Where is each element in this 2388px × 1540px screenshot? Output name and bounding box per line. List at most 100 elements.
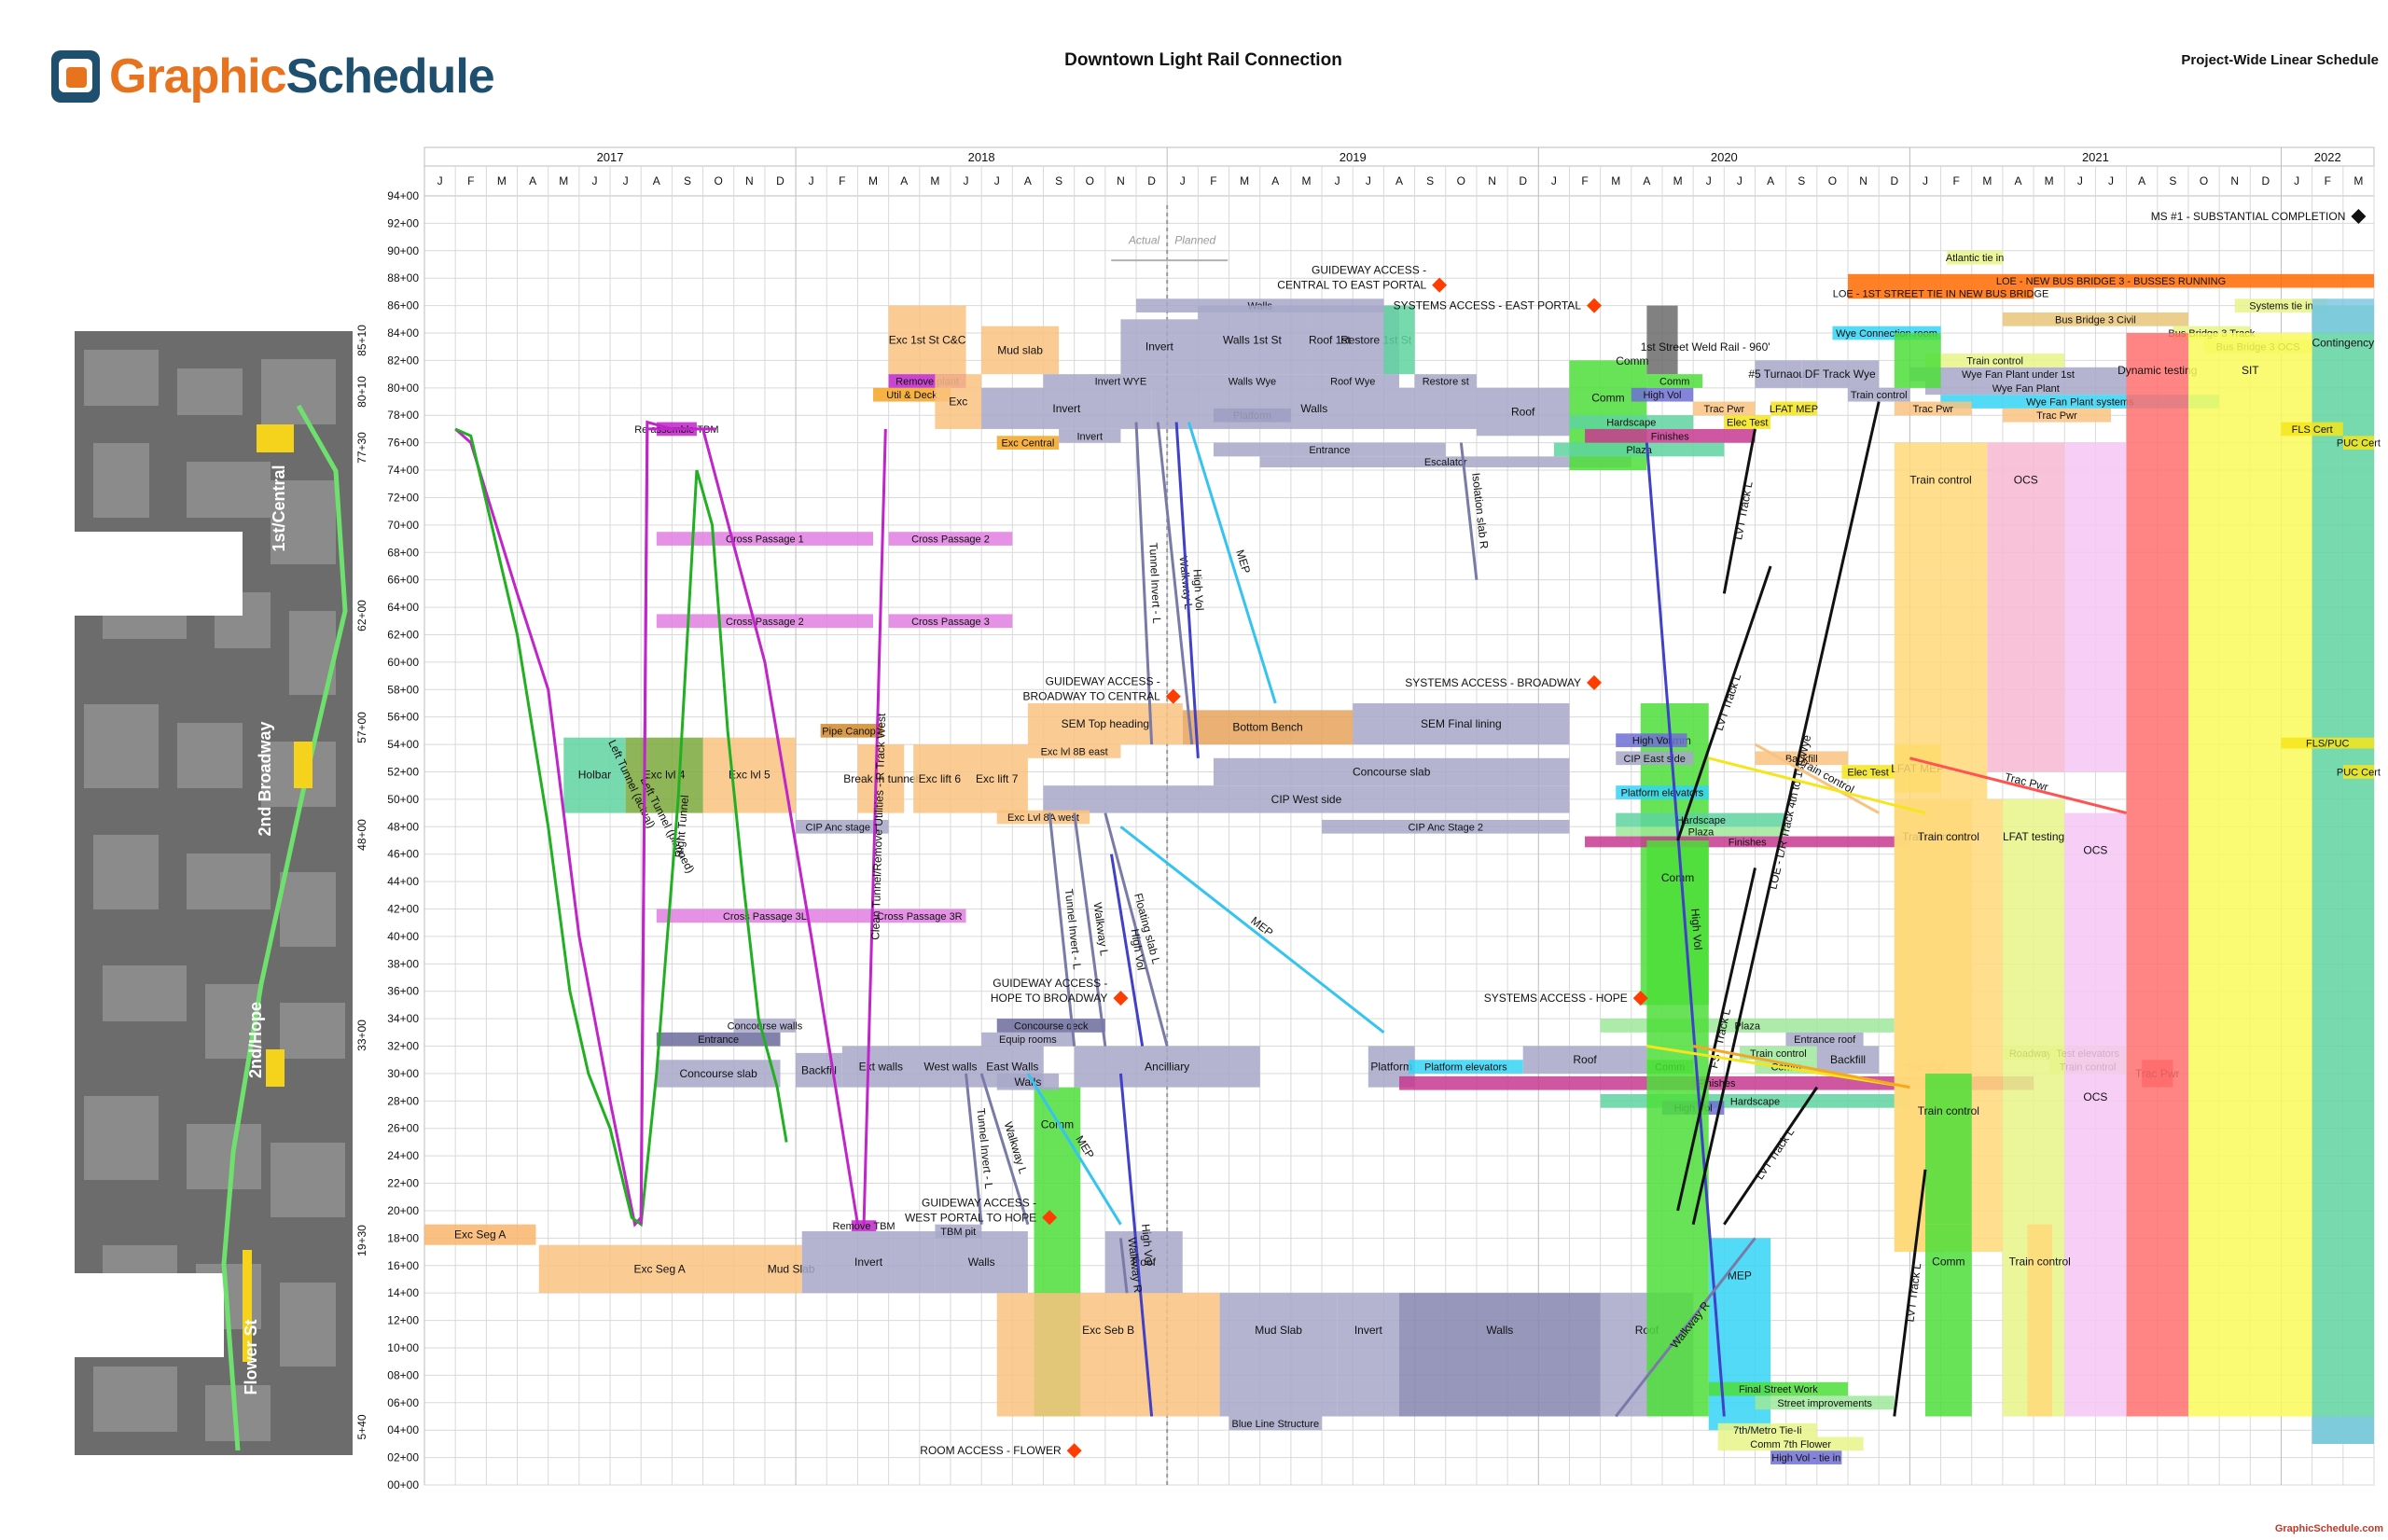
schedule-bar [1924, 381, 2127, 395]
map-station-marker [243, 1250, 252, 1362]
milestone-label: SYSTEMS ACCESS - HOPE [1484, 992, 1628, 1005]
month-label: M [1982, 174, 1992, 187]
schedule-bar-label: LOE - NEW BUS BRIDGE 3 - BUSSES RUNNING [1996, 276, 2226, 287]
schedule-bar-label: Backfill [1830, 1053, 1866, 1066]
map-block [280, 1283, 336, 1367]
y-tick-label: 16+00 [387, 1259, 419, 1272]
schedule-bar-label: Backfill [1785, 754, 1818, 765]
schedule-line [1615, 1237, 1756, 1418]
schedule-bar [1399, 1293, 1601, 1417]
map-block [93, 835, 159, 909]
schedule-bar [1043, 785, 1570, 813]
milestone-diamond-icon [1113, 991, 1129, 1006]
schedule-bar-label: Train control [2009, 1256, 2071, 1269]
schedule-bar-label: Walls Wye [1229, 376, 1276, 387]
year-label: 2020 [1711, 150, 1738, 164]
schedule-bar [563, 737, 626, 813]
map-tick-label: 62+00 [355, 600, 368, 631]
y-tick-label: 08+00 [387, 1368, 419, 1381]
schedule-bar [2064, 442, 2127, 772]
y-tick-label: 38+00 [387, 957, 419, 970]
map-tick-label: 48+00 [355, 819, 368, 851]
schedule-bar-label: Train control [1851, 390, 1908, 401]
month-label: J [1923, 174, 1928, 187]
map-block [177, 723, 243, 788]
schedule-bar-label: Walls 1st St [1223, 333, 1283, 346]
schedule-bar-label: High Vol [1632, 736, 1671, 747]
year-label: 2018 [968, 150, 995, 164]
schedule-bar [1353, 702, 1570, 745]
schedule-bar [656, 1060, 781, 1088]
schedule-bar-label: Systems tie in [2249, 301, 2312, 312]
milestone-label: CENTRAL TO EAST PORTAL [1277, 279, 1426, 292]
schedule-bar-label: Remove TBM [833, 1221, 896, 1232]
y-tick-label: 78+00 [387, 409, 419, 422]
schedule-bar [1646, 305, 1678, 375]
month-label: F [839, 174, 845, 187]
schedule-bar [1306, 305, 1354, 375]
schedule-bar [1383, 305, 1415, 375]
schedule-bar [1059, 428, 1121, 443]
month-label: J [591, 174, 597, 187]
schedule-bar [1585, 836, 1910, 848]
schedule-bar-label: Exc lvl 8B east [1041, 746, 1108, 757]
map-block [187, 1124, 261, 1189]
schedule-bar-label: Ext walls [859, 1061, 903, 1074]
schedule-bar [1027, 744, 1121, 758]
schedule-bar [1259, 456, 1631, 468]
month-label: N [745, 174, 754, 187]
y-tick-label: 56+00 [387, 711, 419, 724]
schedule-bar-label: Trac Pwr [1704, 404, 1745, 415]
map-block [84, 704, 159, 788]
y-tick-label: 44+00 [387, 875, 419, 888]
schedule-bar [2342, 765, 2374, 779]
schedule-bar [656, 614, 874, 629]
schedule-bar [2281, 737, 2374, 749]
milestone-label: GUIDEWAY ACCESS - [1312, 264, 1426, 277]
schedule-bar [1616, 785, 1709, 799]
year-label: 2021 [2082, 150, 2109, 164]
schedule-bar [1987, 442, 2065, 772]
map-station-label: 2nd/Hope [246, 1002, 265, 1078]
y-tick-label: 40+00 [387, 930, 419, 943]
schedule-line-label: Tunnel Invert - L [1146, 542, 1163, 624]
schedule-bar [888, 532, 1013, 546]
schedule-bar [625, 737, 703, 813]
footer-link[interactable]: GraphicSchedule.com [2274, 1523, 2383, 1534]
schedule-bar-label: Platform elevators [1424, 1062, 1507, 1074]
schedule-bar-label: Exc Lvl 8A west [1007, 812, 1079, 824]
map-tick-label: 19+30 [355, 1225, 368, 1256]
schedule-bar-label: Exc lvl 4 [644, 769, 686, 782]
y-tick-label: 18+00 [387, 1231, 419, 1244]
schedule-bar-label: Ancilliary [1145, 1061, 1189, 1074]
schedule-bar [1646, 840, 1709, 1417]
logo-text: GraphicSchedule [109, 49, 495, 104]
logo: GraphicSchedule [51, 47, 495, 106]
schedule-bar-label: Util & Deck [886, 390, 937, 401]
schedule-bar [1074, 1046, 1260, 1088]
schedule-line [965, 1073, 983, 1225]
schedule-line [1722, 428, 1756, 594]
y-tick-label: 34+00 [387, 1012, 419, 1025]
schedule-bar-label: Exc lift 7 [976, 772, 1019, 785]
schedule-bar [1755, 1395, 1895, 1410]
month-label: F [2325, 174, 2331, 187]
schedule-bar [913, 744, 966, 813]
map-station-marker [257, 424, 294, 452]
map-block [261, 359, 336, 424]
schedule-bar-label: Street improvements [1777, 1398, 1872, 1409]
planned-label: Planned [1174, 233, 1215, 246]
year-label: 2022 [2314, 150, 2341, 164]
month-label: M [2045, 174, 2054, 187]
schedule-bar [1947, 250, 2003, 265]
schedule-bar [1616, 826, 1786, 837]
schedule-bar-label: TBM pit [940, 1227, 976, 1238]
schedule-bar-label: Holbar [578, 769, 611, 782]
schedule-bar-label: CIP West side [1271, 793, 1342, 806]
logo-mark-icon [51, 50, 100, 103]
schedule-line [1754, 742, 1880, 814]
milestone-diamond-icon [1042, 1210, 1058, 1226]
schedule-bar [2281, 422, 2343, 437]
schedule-bar-label: Concourse deck [1014, 1020, 1089, 1032]
schedule-bar [1724, 415, 1771, 429]
